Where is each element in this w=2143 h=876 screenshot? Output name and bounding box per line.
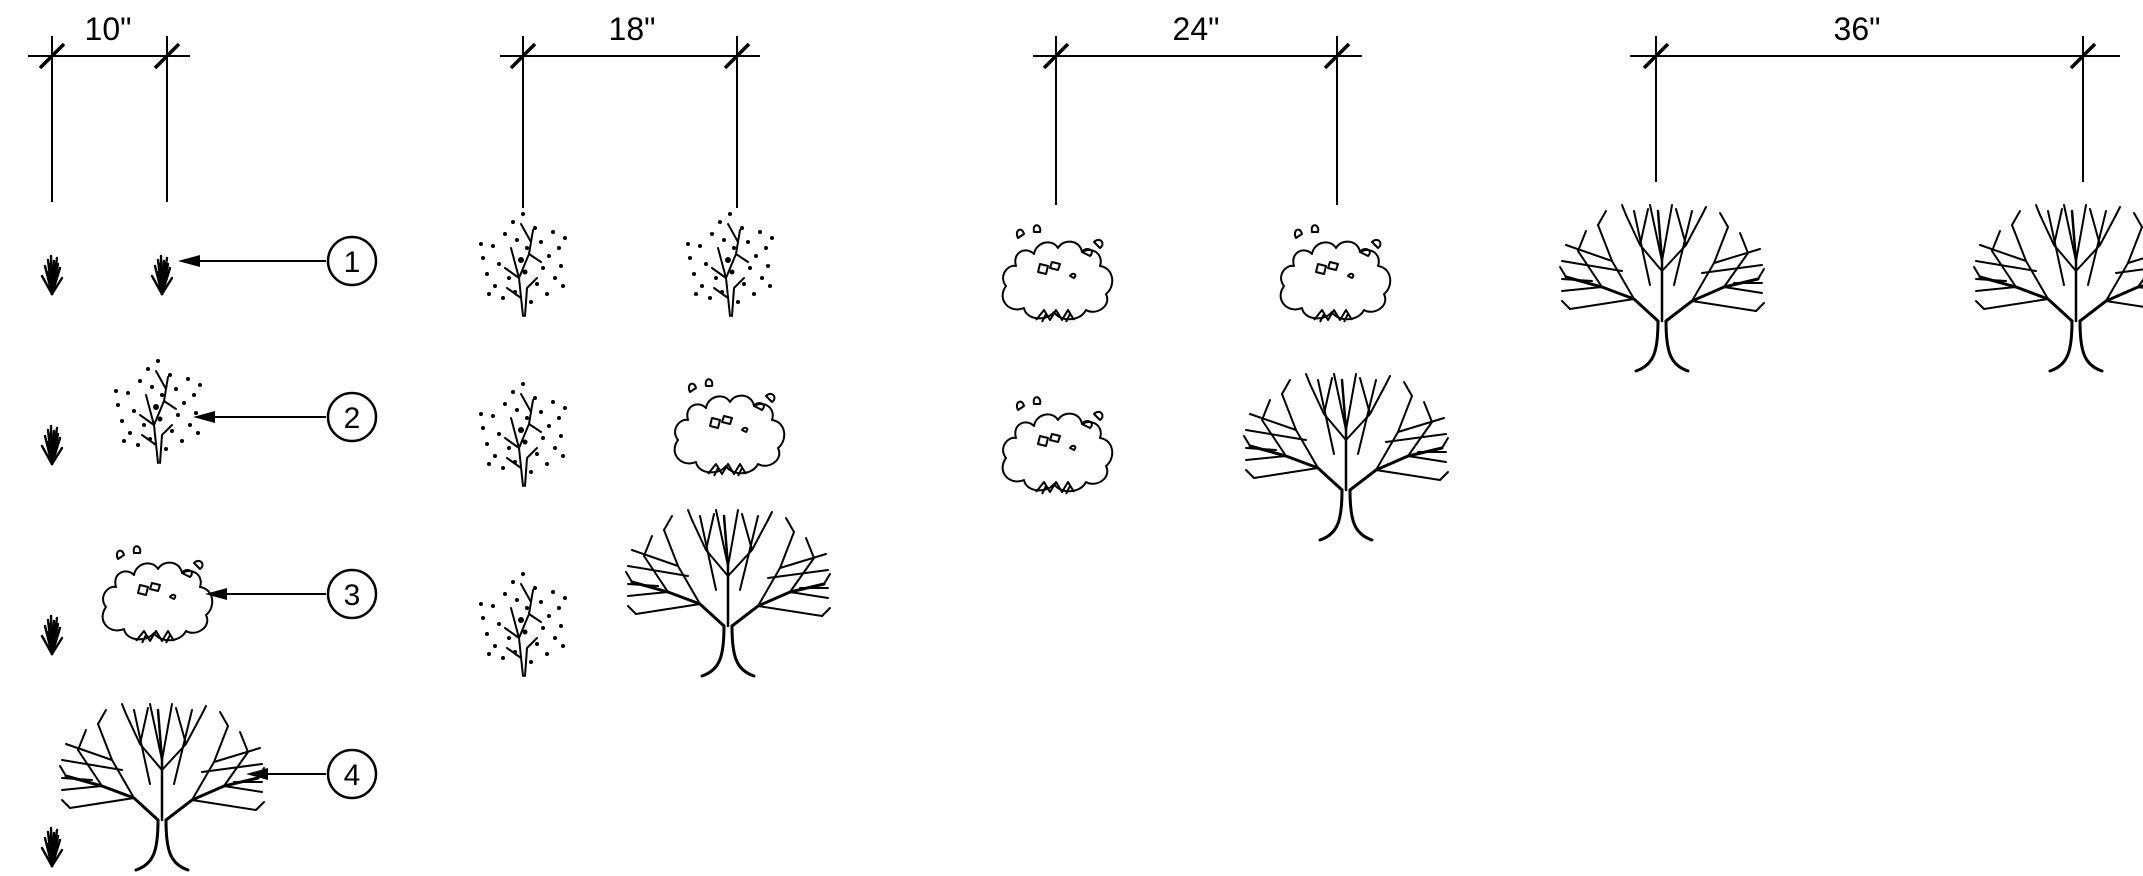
callout-number: 4	[344, 759, 361, 792]
callout-1: 1	[326, 235, 378, 287]
dimension-24in	[1033, 36, 1362, 205]
callout-2: 2	[326, 391, 378, 443]
grass-icon	[40, 826, 64, 868]
shrub-icon	[685, 211, 775, 317]
tree-icon	[1558, 203, 1766, 373]
dimension-10in	[28, 36, 190, 202]
grass-icon	[40, 424, 64, 466]
callout-number: 1	[344, 246, 361, 279]
callout-3: 3	[326, 568, 378, 620]
dimension-label-36in: 36"	[1834, 11, 1881, 47]
dimension-label-24in: 24"	[1173, 11, 1220, 47]
bush-icon	[101, 545, 214, 644]
shrub-icon	[113, 358, 203, 464]
shrub-icon	[478, 211, 568, 317]
callout-leaders	[178, 255, 326, 780]
tree-icon	[624, 508, 832, 678]
grass-icon	[40, 254, 64, 296]
dimension-label-10in: 10"	[85, 11, 132, 47]
callout-4: 4	[326, 748, 378, 800]
grass-icon	[40, 614, 64, 656]
shrub-icon	[478, 381, 568, 487]
bush-icon	[1001, 396, 1114, 495]
callout-number: 3	[344, 579, 361, 612]
tree-icon	[1242, 372, 1450, 542]
bush-icon	[673, 378, 786, 477]
tree-icon	[58, 702, 266, 872]
grass-icon	[150, 254, 174, 296]
bush-icon	[1001, 224, 1114, 323]
callout-number: 2	[344, 402, 361, 435]
bush-icon	[1279, 224, 1392, 323]
shrub-icon	[478, 571, 568, 677]
dimension-18in	[500, 36, 760, 208]
tree-icon	[1972, 203, 2143, 373]
dimension-label-18in: 18"	[609, 11, 656, 47]
dimension-36in	[1630, 36, 2120, 182]
